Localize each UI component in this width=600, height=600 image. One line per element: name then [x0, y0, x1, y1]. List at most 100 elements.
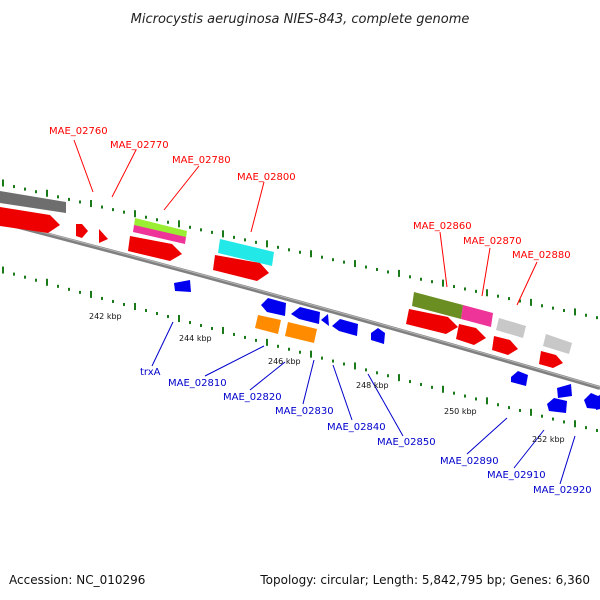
- gene-cds-mae02820[interactable]: [255, 315, 281, 334]
- gene-arrow-reverse[interactable]: [596, 395, 600, 410]
- outer-track-tick: [189, 225, 191, 229]
- gene-rna-mae02780-top[interactable]: [134, 218, 187, 238]
- leader-line-mae02810: [204, 345, 265, 377]
- label-mae02800[interactable]: MAE_02800: [237, 172, 296, 183]
- inner-track-tick: [288, 347, 290, 351]
- gene-cds-mae02830[interactable]: [285, 322, 317, 343]
- gene-arrow-mae02860[interactable]: [406, 309, 458, 334]
- label-mae02860[interactable]: MAE_02860: [413, 221, 472, 232]
- inner-track-tick: [585, 426, 587, 430]
- inner-track-tick: [497, 403, 499, 407]
- gene-arrow-mae02920[interactable]: [557, 384, 572, 398]
- outer-track-tick: [156, 218, 158, 222]
- inner-track-tick: [277, 344, 279, 348]
- inner-track-tick: [57, 284, 59, 288]
- reverse-labels: trxA MAE_02810 MAE_02820 MAE_02830 MAE_0…: [140, 367, 592, 496]
- outer-track-tick: [211, 230, 213, 234]
- outer-track-tick: [563, 309, 565, 313]
- label-mae02820[interactable]: MAE_02820: [223, 392, 282, 403]
- gene-arrow-forward[interactable]: [128, 236, 182, 261]
- outer-track-tick: [464, 287, 466, 291]
- label-mae02870[interactable]: MAE_02870: [463, 236, 522, 247]
- forward-labels: MAE_02760 MAE_02770 MAE_02780 MAE_02800 …: [49, 126, 571, 261]
- label-mae02890[interactable]: MAE_02890: [440, 456, 499, 467]
- outer-track-tick: [365, 265, 367, 269]
- gene-rna-mae02870[interactable]: [461, 305, 493, 327]
- reverse-features: [174, 280, 600, 413]
- outer-track-tick: [387, 270, 389, 274]
- gene-gray-mae02880[interactable]: [496, 318, 526, 338]
- outer-track-tick: [24, 187, 26, 191]
- outer-track-tick: [134, 210, 136, 218]
- leader-line-mae02850: [367, 373, 404, 437]
- inner-track-tick: [112, 299, 114, 303]
- label-mae02810[interactable]: MAE_02810: [168, 378, 227, 389]
- outer-track-tick: [409, 275, 411, 279]
- accession-text: Accession: NC_010296: [9, 573, 146, 587]
- outer-track-tick: [2, 179, 4, 187]
- inner-track-tick: [156, 312, 158, 316]
- inner-track-tick: [321, 356, 323, 360]
- outer-track-tick: [57, 195, 59, 199]
- outer-track-tick: [508, 297, 510, 301]
- scale-label-242: 242 kbp: [89, 312, 122, 321]
- outer-track-tick: [244, 238, 246, 242]
- outer-track-tick: [475, 289, 477, 293]
- label-trxa[interactable]: trxA: [140, 367, 161, 378]
- outer-track-tick: [200, 228, 202, 232]
- inner-track-tick: [266, 338, 268, 346]
- gene-rna-mae02780[interactable]: [133, 225, 186, 244]
- gene-arrow-mae02810[interactable]: [261, 298, 286, 316]
- gene-olive-mae02860[interactable]: [412, 292, 463, 319]
- outer-track-tick: [277, 245, 279, 249]
- outer-track-tick: [420, 277, 422, 281]
- gene-arrow-mae02870[interactable]: [456, 324, 486, 345]
- label-mae02840[interactable]: MAE_02840: [327, 422, 386, 433]
- gene-arrow-mae02850[interactable]: [371, 328, 385, 344]
- label-mae02920[interactable]: MAE_02920: [533, 485, 592, 496]
- label-mae02780[interactable]: MAE_02780: [172, 155, 231, 166]
- outer-track-tick: [233, 235, 235, 239]
- label-mae02830[interactable]: MAE_02830: [275, 406, 334, 417]
- gene-rna-mae02800[interactable]: [218, 239, 274, 266]
- gene-gray-feature[interactable]: [0, 191, 66, 213]
- label-mae02770[interactable]: MAE_02770: [110, 140, 169, 151]
- gene-arrow-mae02800[interactable]: [213, 255, 269, 281]
- outer-track-tick: [486, 289, 488, 297]
- gene-arrow-mae02770[interactable]: [99, 229, 108, 243]
- outer-track-tick: [35, 190, 37, 194]
- inner-track-tick: [255, 338, 257, 342]
- outer-track-tick: [343, 260, 345, 264]
- label-mae02880[interactable]: MAE_02880: [512, 250, 571, 261]
- label-mae02910[interactable]: MAE_02910: [487, 470, 546, 481]
- gene-arrow-mae02910[interactable]: [547, 398, 567, 413]
- gene-arrow-mae02840[interactable]: [332, 319, 358, 336]
- gene-arrow-mae02760[interactable]: [76, 224, 88, 238]
- label-mae02850[interactable]: MAE_02850: [377, 437, 436, 448]
- gene-arrow-mae02890[interactable]: [511, 371, 528, 386]
- inner-track-tick: [541, 414, 543, 418]
- gene-arrow-trxa[interactable]: [174, 280, 191, 292]
- inner-track-tick: [365, 368, 367, 372]
- leader-line-mae02870: [481, 247, 491, 297]
- leader-lines: [73, 139, 576, 485]
- leader-line-mae02840: [332, 364, 353, 421]
- inner-track-tick: [244, 335, 246, 339]
- label-mae02760[interactable]: MAE_02760: [49, 126, 108, 137]
- gene-arrow-forward[interactable]: [492, 336, 518, 355]
- scale-label-246: 246 kbp: [268, 357, 301, 366]
- inner-track-tick: [178, 315, 180, 323]
- gene-gray-feature[interactable]: [543, 334, 572, 354]
- inner-track-tick: [299, 350, 301, 354]
- forward-features: [0, 191, 572, 368]
- gene-arrow-reverse[interactable]: [321, 314, 329, 326]
- gene-arrow-reverse[interactable]: [291, 307, 320, 324]
- gene-arrow-forward[interactable]: [539, 351, 563, 368]
- gene-arrow-reverse[interactable]: [584, 393, 598, 409]
- inner-track-tick: [2, 266, 4, 274]
- outer-track-tick: [145, 215, 147, 219]
- gene-arrow-forward[interactable]: [0, 207, 60, 233]
- inner-track-tick: [453, 391, 455, 395]
- inner-track-tick: [13, 272, 15, 276]
